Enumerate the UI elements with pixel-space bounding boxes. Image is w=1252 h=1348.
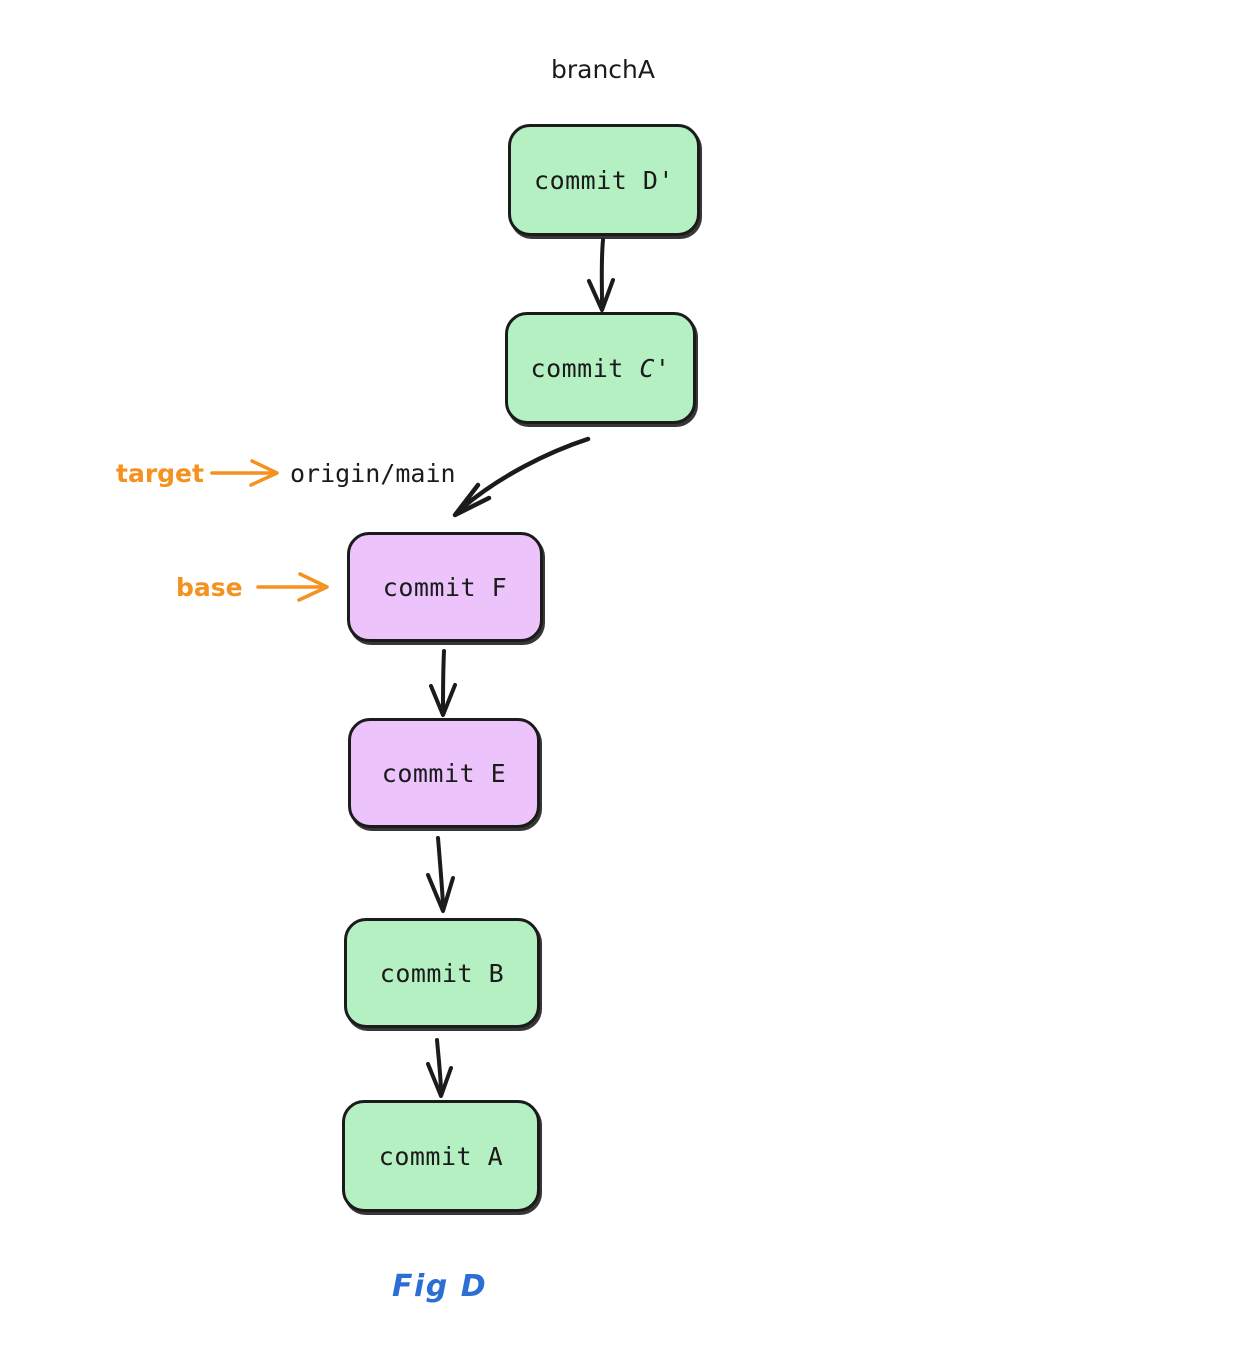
annotation-label-target: target bbox=[116, 459, 204, 488]
edge-cprime-to-f bbox=[452, 436, 591, 518]
node-label-commit-e: commit E bbox=[381, 758, 507, 788]
node-commit-d-prime[interactable]: commit D' bbox=[508, 124, 700, 236]
node-label-commit-d-prime: commit D' bbox=[534, 165, 674, 195]
annotation-arrow-target bbox=[210, 459, 279, 487]
branch-label-origin-main: origin/main bbox=[290, 459, 456, 488]
node-label-commit-f: commit F bbox=[382, 572, 508, 602]
edge-f-to-e bbox=[429, 649, 457, 717]
node-commit-f[interactable]: commit F bbox=[347, 532, 543, 642]
node-commit-e[interactable]: commit E bbox=[348, 718, 540, 828]
branch-label-branchA: branchA bbox=[551, 55, 656, 84]
figure-caption: Fig D bbox=[392, 1269, 488, 1304]
node-commit-a[interactable]: commit A bbox=[342, 1100, 540, 1212]
node-label-prefix: commit bbox=[530, 353, 640, 383]
node-label-commit-c-prime: commit C' bbox=[531, 354, 671, 383]
node-label-commit-b: commit B bbox=[379, 958, 505, 988]
edge-b-to-a bbox=[426, 1038, 453, 1098]
edge-e-to-b bbox=[426, 836, 455, 913]
node-commit-c-prime[interactable]: commit C' bbox=[505, 312, 696, 424]
node-label-suffix: C' bbox=[639, 353, 671, 383]
annotation-arrow-base bbox=[256, 572, 329, 602]
node-commit-b[interactable]: commit B bbox=[344, 918, 540, 1028]
edge-dprime-to-cprime bbox=[587, 238, 615, 312]
node-label-commit-a: commit A bbox=[378, 1141, 504, 1171]
annotation-label-base: base bbox=[176, 573, 243, 602]
